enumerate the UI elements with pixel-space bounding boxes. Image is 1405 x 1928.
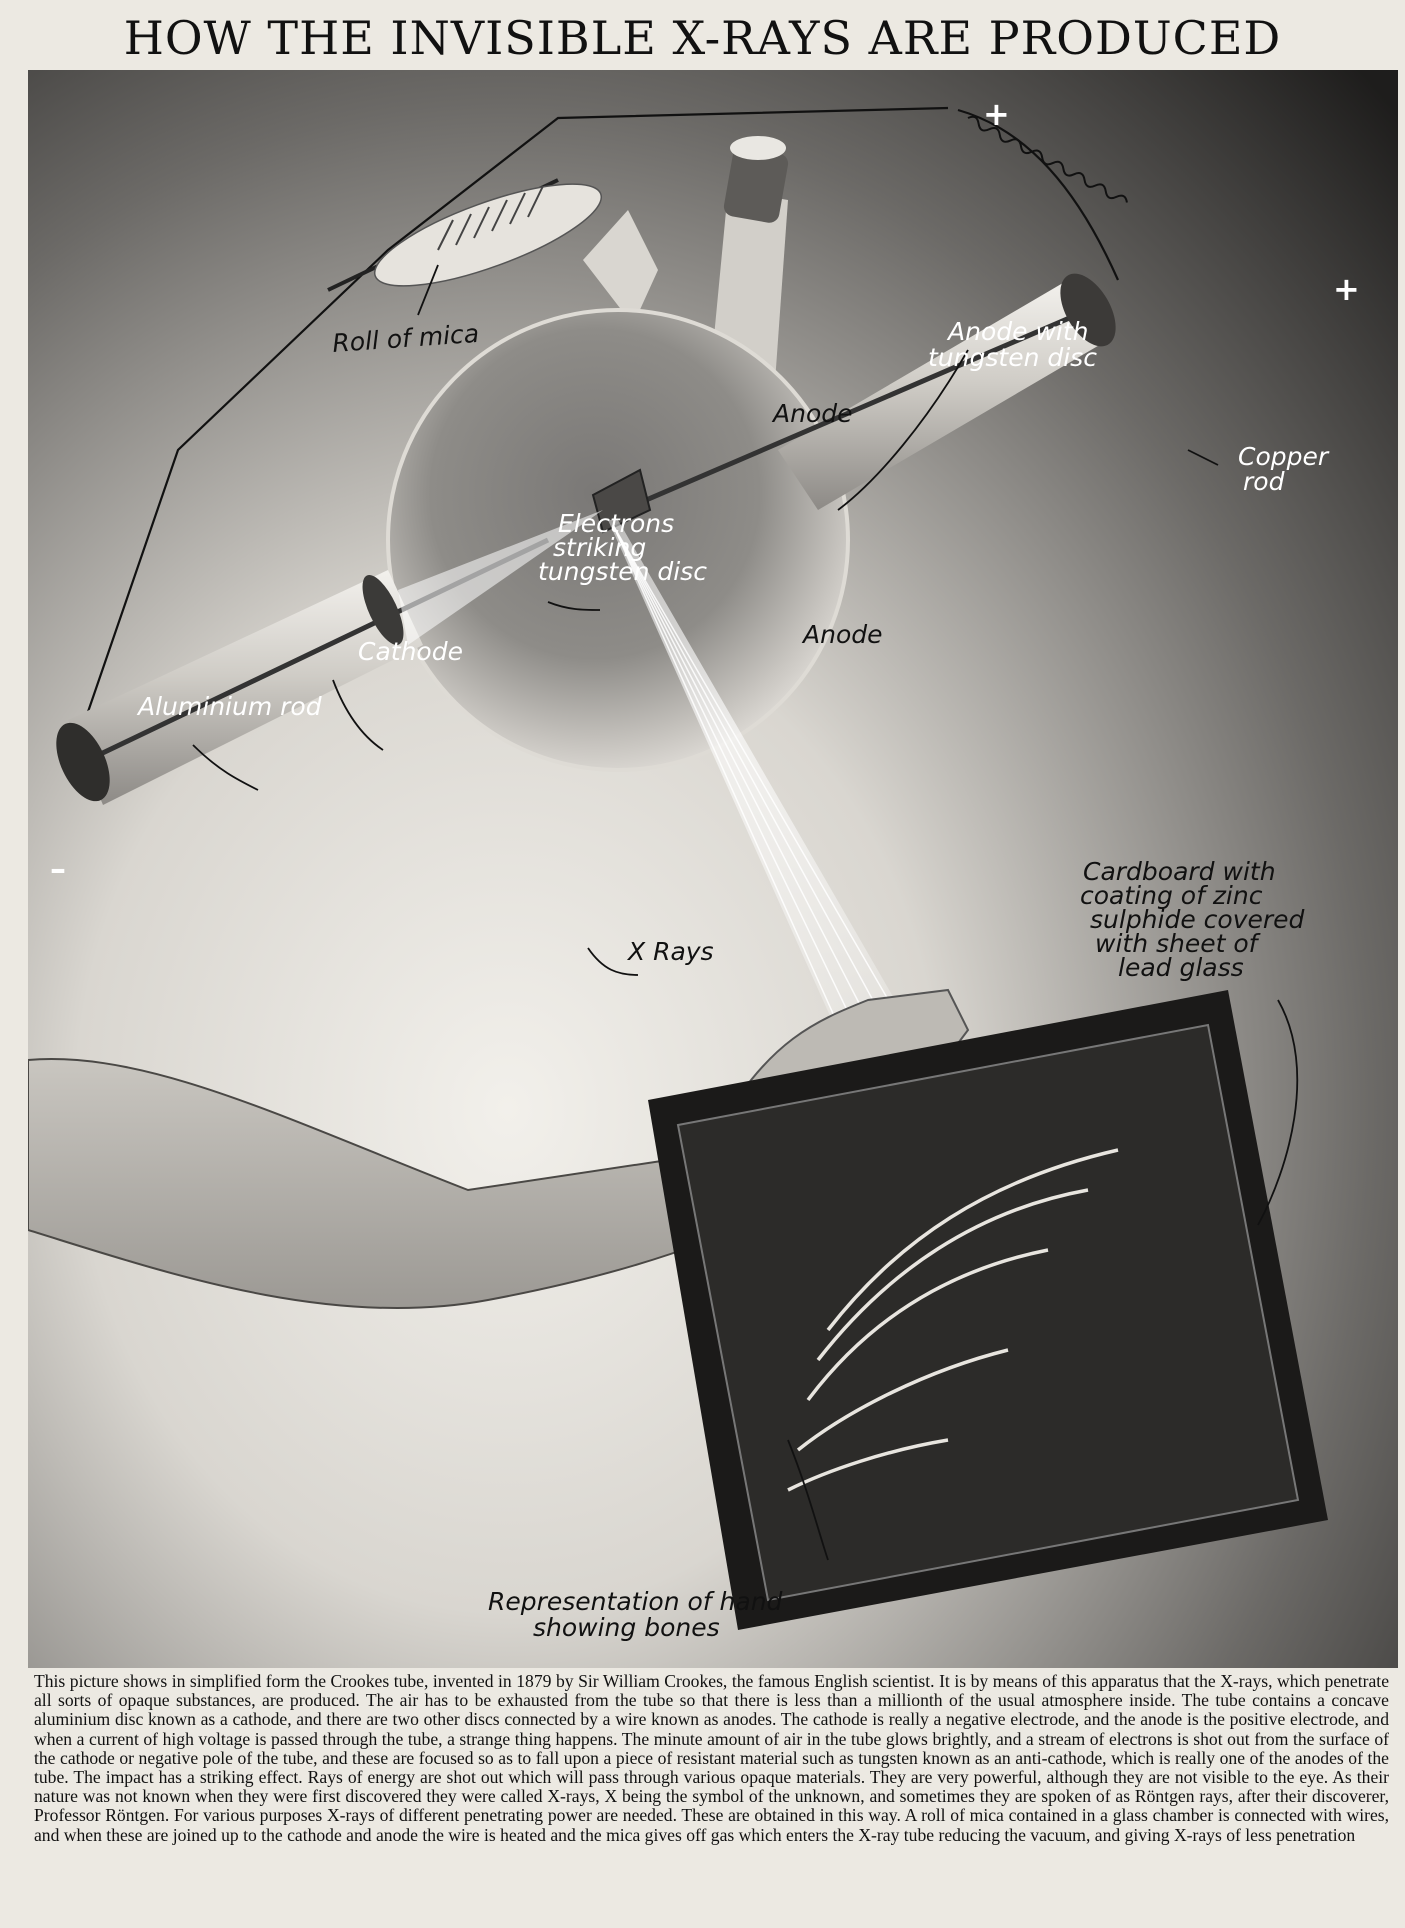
mica-chamber xyxy=(327,178,658,325)
label-aluminium-rod: Aluminium rod xyxy=(136,692,322,721)
coiled-wire xyxy=(967,115,1128,203)
label-anode-lower: Anode xyxy=(801,620,883,649)
label-leaders xyxy=(192,264,1299,1561)
electron-stream xyxy=(398,510,603,645)
label-cardboard-3: sulphide covered xyxy=(1090,905,1305,934)
label-hand-2: showing bones xyxy=(533,1613,720,1642)
label-electrons-2: striking xyxy=(553,533,646,562)
xray-illustration: Roll of mica Anode with tungsten disc An… xyxy=(28,70,1398,1668)
caption-text: This picture shows in simplified form th… xyxy=(34,1671,1389,1845)
copper-rod xyxy=(622,273,1116,513)
zinc-sulphide-screen xyxy=(648,990,1328,1630)
page-title: HOW THE INVISIBLE X-RAYS ARE PRODUCED xyxy=(123,11,1282,65)
aluminium-rod xyxy=(56,537,550,805)
tungsten-disc xyxy=(591,468,652,534)
label-cardboard-2: coating of zinc xyxy=(1080,881,1263,910)
label-anode-with-2: tungsten disc xyxy=(928,343,1097,372)
label-anode-upper: Anode xyxy=(771,399,853,428)
plus-sign-right: + xyxy=(1333,270,1360,308)
plus-sign-top: + xyxy=(983,95,1010,133)
label-cardboard-5: lead glass xyxy=(1118,953,1244,982)
label-x-rays: X Rays xyxy=(626,937,714,966)
label-electrons-3: tungsten disc xyxy=(538,557,707,586)
connecting-wires xyxy=(66,106,1120,771)
label-hand-1: Representation of hand xyxy=(488,1587,783,1616)
minus-sign: – xyxy=(50,850,66,888)
label-copper-rod-1: Copper xyxy=(1238,442,1330,471)
label-electrons-1: Electrons xyxy=(558,509,674,538)
label-cardboard-1: Cardboard with xyxy=(1083,857,1276,886)
label-cardboard-4: with sheet of xyxy=(1095,929,1261,958)
label-cathode: Cathode xyxy=(358,637,463,666)
label-anode-with-1: Anode with xyxy=(946,317,1088,346)
label-copper-rod-2: rod xyxy=(1243,467,1285,496)
